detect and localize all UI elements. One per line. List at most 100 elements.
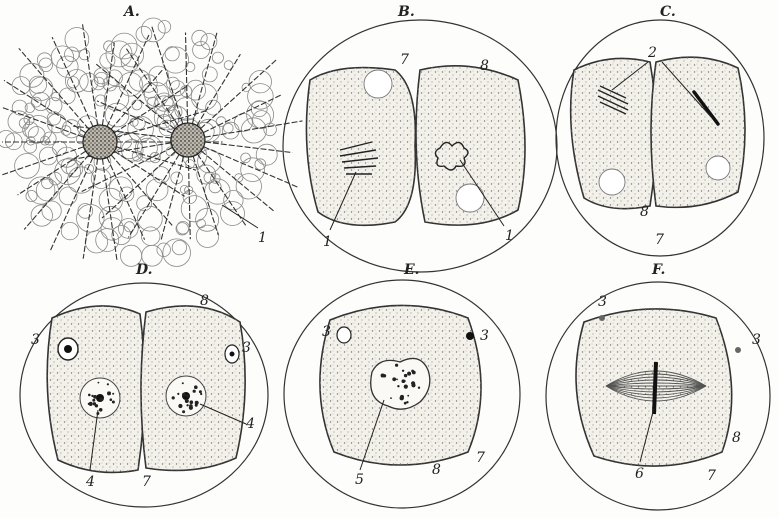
panel-a-vacuole — [65, 28, 89, 52]
panel-b-label-7: 7 — [400, 52, 409, 68]
panel-a-vacuole — [192, 30, 207, 45]
panel-a-title: A. — [122, 4, 140, 20]
panel-a-vacuole — [157, 243, 171, 257]
panel-a-vacuole — [25, 103, 35, 113]
panel-d-chromatin-granule — [186, 404, 188, 406]
panel-d-chromatin-granule — [91, 395, 93, 397]
panel-f-label-3-right: 3 — [752, 332, 761, 348]
panel-c-label-2: 2 — [647, 45, 657, 61]
panel-e-chromatin-granule — [400, 396, 404, 400]
panel-e-label-3-left: 3 — [322, 324, 331, 340]
panel-a-vacuole — [29, 76, 46, 93]
panel-a-vacuole — [212, 52, 223, 63]
panel-e-chromatin-granule — [404, 374, 407, 377]
panel-a-vacuole — [197, 219, 206, 228]
panel-a-vacuole — [235, 174, 243, 182]
panel-d-chromatin-granule — [99, 408, 103, 412]
panel-d-chromatin-granule — [92, 399, 95, 402]
panel-f-right-centrosome — [735, 347, 741, 353]
panel-e-label-3-right: 3 — [480, 328, 489, 344]
panel-d-chromatin-granule — [185, 399, 189, 403]
panel-e-chromatin-granule — [402, 370, 404, 372]
panel-b-label-8: 8 — [480, 58, 489, 74]
panel-a-vacuole — [136, 26, 152, 42]
panel-a-vacuole — [191, 84, 217, 110]
panel-a-aster-ray — [205, 142, 293, 153]
panel-a-vacuole — [256, 144, 277, 165]
panel-a-vacuole — [59, 88, 75, 104]
panel-e-left-centrosome — [337, 327, 351, 343]
panel-a-vacuole — [209, 181, 221, 193]
panel-d-chromatin-granule — [190, 400, 194, 404]
panel-d-label-3-right: 3 — [242, 340, 251, 356]
panel-d-left-centrosome-dot — [64, 345, 72, 353]
panel-b-left-vacuole — [364, 70, 392, 98]
panel-d-chromatin-granule — [193, 390, 196, 393]
panel-a-label-1: 1 — [258, 230, 267, 246]
panel-d-chromatin-granule — [194, 385, 198, 389]
panel-a-vacuole — [236, 174, 261, 199]
panel-c-label-7: 7 — [655, 232, 664, 248]
panel-c-label-8: 8 — [640, 204, 649, 220]
panel-e-title: E. — [403, 262, 420, 278]
panel-a-vacuole — [165, 47, 179, 61]
panel-b-label-1-right: 1 — [505, 228, 514, 244]
panel-e-chromatin-granule — [390, 397, 392, 399]
panel-a-vacuole — [167, 77, 180, 90]
panel-a-vacuole — [172, 240, 186, 254]
panel-a-vacuole — [59, 187, 77, 205]
panel-d-chromatin-granule — [177, 393, 179, 395]
panel-e-chromatin-granule — [418, 387, 420, 389]
panel-d-label-4-right: 4 — [245, 416, 255, 432]
panel-c-title: C. — [660, 4, 676, 20]
panel-f-label-8: 8 — [732, 430, 741, 446]
panel-f: F. 3 3 8 6 7 — [546, 262, 770, 510]
panel-a-aster-ray — [201, 59, 277, 128]
panel-e-chromatin-granule — [411, 381, 415, 385]
panel-a-vacuole — [248, 84, 274, 110]
panel-f-label-6: 6 — [635, 466, 644, 482]
panel-d-chromatin-granule — [186, 394, 189, 397]
panel-a-aster-ray — [197, 54, 241, 125]
panel-d-left-nucleolus — [96, 394, 104, 402]
panel-e-chromatin-granule — [392, 377, 396, 381]
panel-e-chromatin-granule — [407, 372, 411, 376]
panel-c-left-vacuole — [599, 169, 625, 195]
panel-d-chromatin-granule — [100, 399, 102, 401]
panel-a-left-aster-centre — [83, 125, 117, 159]
panel-d-chromatin-granule — [88, 394, 91, 397]
panel-d-chromatin-granule — [178, 404, 182, 408]
panel-d-chromatin-granule — [98, 382, 100, 384]
panel-a-vacuole — [196, 225, 218, 247]
panel-a-vacuole — [20, 63, 44, 87]
panel-e-chromatin-granule — [395, 364, 398, 367]
panel-a-vacuole — [94, 72, 108, 86]
panel-a: A. 1 — [0, 4, 303, 267]
panel-a-aster-ray — [114, 85, 188, 133]
panel-c: C. 2 8 7 — [556, 4, 764, 256]
panel-b-right-vacuole — [456, 184, 484, 212]
panel-d-title: D. — [135, 262, 153, 278]
panel-d-chromatin-granule — [172, 396, 175, 399]
panel-d-chromatin-granule — [110, 398, 113, 401]
panel-d-label-3-left: 3 — [31, 332, 40, 348]
panel-e: E. 3 3 5 8 7 — [284, 262, 520, 508]
panel-e-label-5: 5 — [355, 472, 364, 488]
panel-d-chromatin-granule — [182, 410, 185, 413]
panel-e-chromatin-granule — [407, 395, 409, 397]
panel-a-vacuole — [176, 223, 188, 235]
panel-d-chromatin-granule — [195, 404, 198, 407]
panel-a-vacuole — [163, 239, 191, 267]
panel-e-label-8: 8 — [432, 462, 441, 478]
panel-d: D. 8 3 3 4 4 7 — [20, 262, 268, 507]
panel-e-fusion-nucleus — [371, 358, 430, 409]
panel-a-right-aster-centre — [171, 123, 205, 157]
panel-a-vacuole — [198, 150, 221, 173]
panel-a-vacuole — [141, 227, 160, 246]
panel-a-vacuole — [241, 153, 251, 163]
panel-c-right-cytoplasm — [651, 57, 745, 207]
panel-a-vacuole — [31, 205, 52, 226]
panel-d-chromatin-granule — [107, 383, 109, 385]
panel-e-right-centrosome — [466, 332, 474, 340]
panel-e-chromatin-granule — [396, 379, 398, 381]
